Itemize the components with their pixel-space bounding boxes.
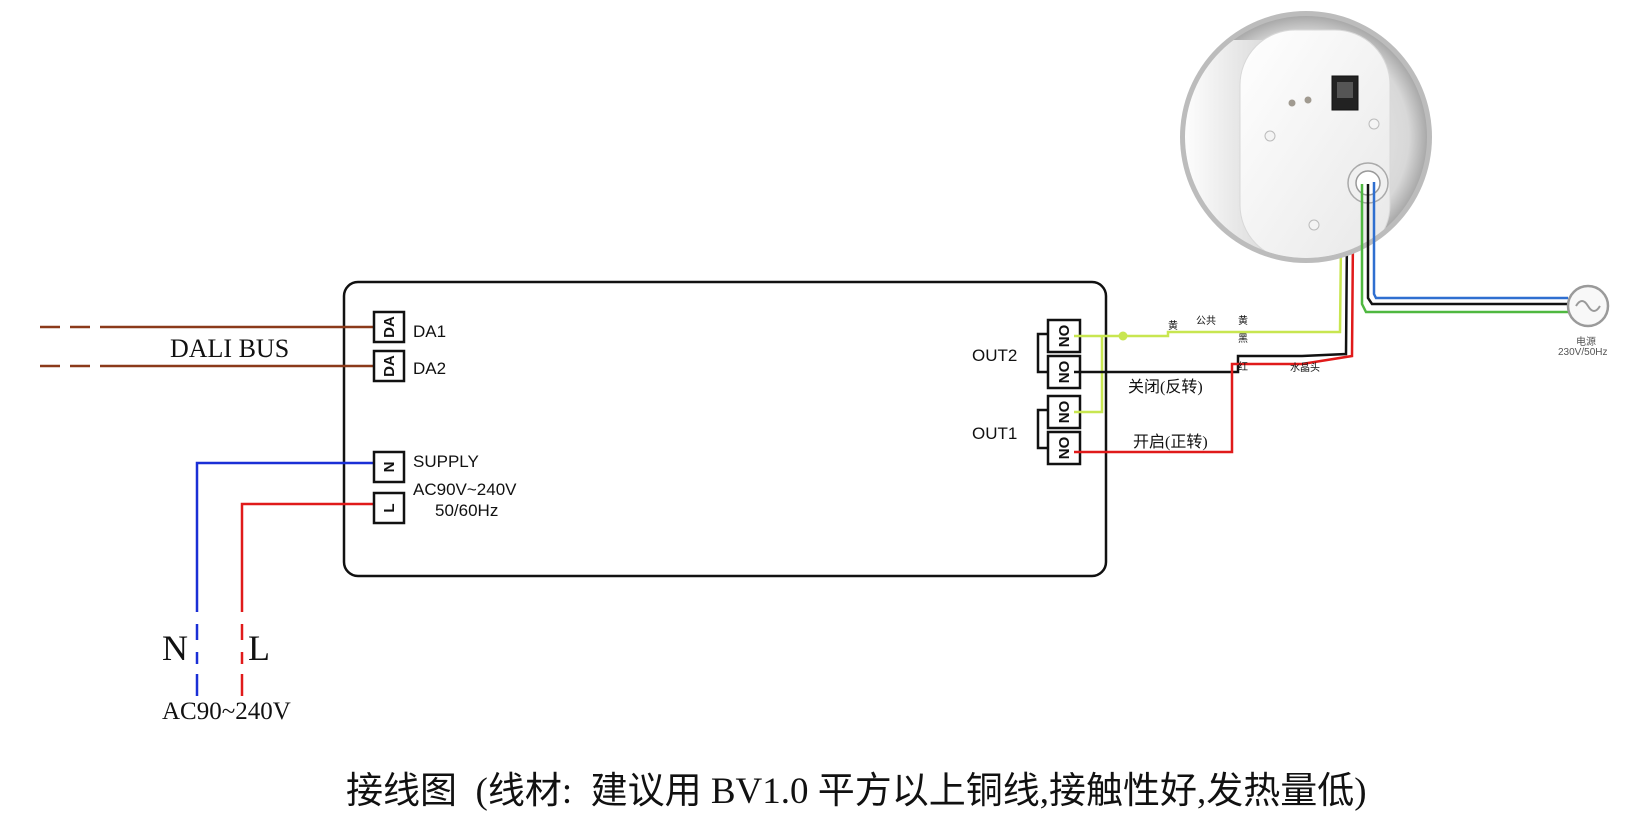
motor-image: [1180, 11, 1432, 263]
out2-bracket: [1036, 332, 1048, 450]
terminal-da2: DA: [372, 349, 406, 383]
out1-label: OUT1: [972, 424, 1017, 443]
supply-label: SUPPLY: [413, 452, 479, 471]
common-wire: [1074, 149, 1344, 414]
mains-l-label: L: [248, 628, 270, 668]
svg-text:NO: NO: [1056, 324, 1073, 347]
close-wire: [1074, 111, 1350, 374]
terminal-l: L: [372, 491, 406, 525]
motor-power-cables: [1360, 182, 1568, 314]
neutral-wire: [195, 461, 374, 696]
svg-text:NO: NO: [1056, 436, 1073, 459]
wire-common-label: 公共: [1196, 315, 1216, 327]
svg-text:NO: NO: [1056, 400, 1073, 423]
da1-label: DA1: [413, 322, 446, 341]
power-source-rating: 230V/50Hz: [1558, 347, 1607, 358]
live-wire: [240, 502, 374, 696]
open-forward-label: 开启(正转): [1133, 433, 1208, 451]
open-wire: [1074, 111, 1356, 454]
dali-bus-label: DALI BUS: [170, 334, 289, 363]
power-source-label: 电源: [1576, 335, 1596, 348]
crystal-head-label: 水晶头: [1290, 362, 1320, 374]
svg-text:DA: DA: [381, 316, 398, 338]
svg-text:DA: DA: [381, 355, 398, 377]
wire-yellow-a-label: 黄: [1168, 319, 1178, 332]
wire-yellow-b-label: 黄: [1238, 314, 1248, 327]
terminal-out1-b: NO: [1046, 430, 1082, 466]
supply-frequency: 50/60Hz: [435, 501, 498, 520]
terminal-n: N: [372, 450, 406, 484]
diagram-caption: 接线图 (线材: 建议用 BV1.0 平方以上铜线,接触性好,发热量低): [346, 770, 1367, 812]
out2-label: OUT2: [972, 346, 1017, 365]
controller-box: [342, 280, 1108, 578]
ac-source-icon: [1566, 284, 1610, 328]
common-junction: [1118, 331, 1128, 341]
supply-voltage: AC90V~240V: [413, 480, 517, 499]
svg-text:N: N: [381, 462, 398, 473]
close-reverse-label: 关闭(反转): [1128, 378, 1203, 396]
mains-n-label: N: [162, 628, 188, 668]
terminal-da1: DA: [372, 310, 406, 344]
dali-bus-wires: [40, 325, 374, 368]
wire-black-label: 黑: [1238, 333, 1248, 345]
svg-text:L: L: [381, 503, 398, 512]
da2-label: DA2: [413, 359, 446, 378]
svg-text:NO: NO: [1056, 360, 1073, 383]
wire-red-label: 红: [1238, 360, 1248, 373]
mains-voltage-label: AC90~240V: [162, 698, 291, 725]
